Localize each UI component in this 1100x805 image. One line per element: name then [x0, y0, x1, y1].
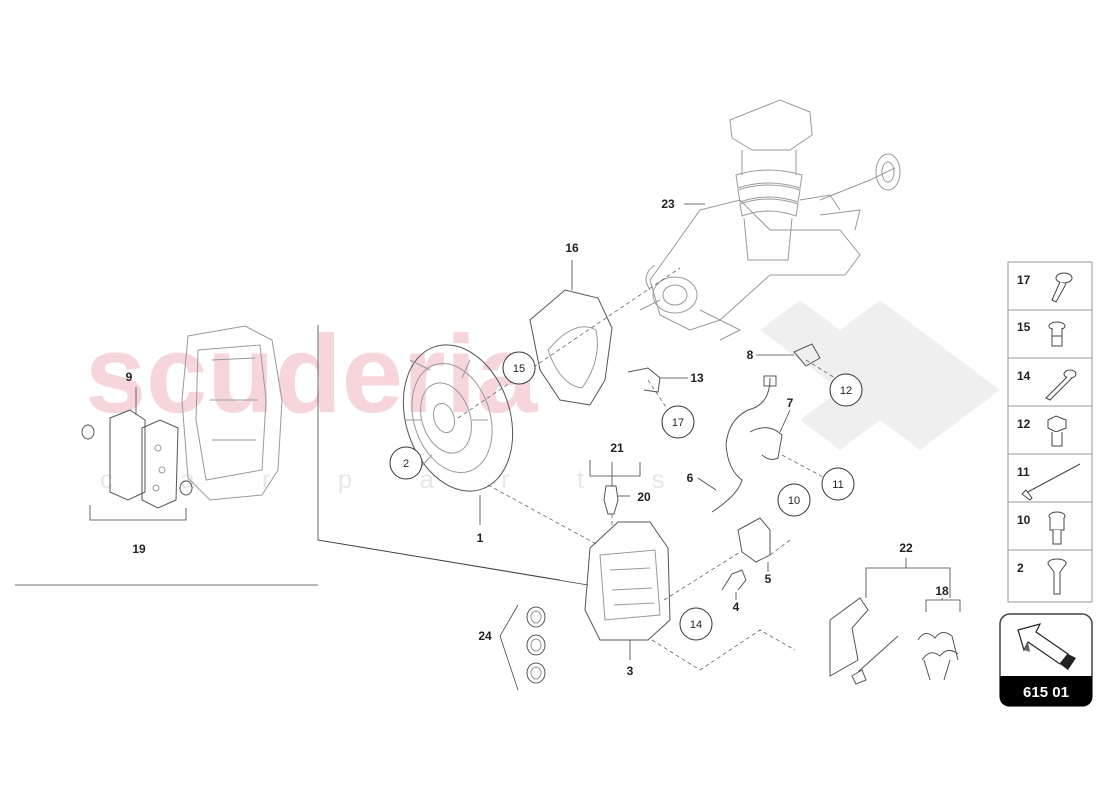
- rivet-icon: [1021, 463, 1081, 501]
- callout-2-circled: 2: [403, 458, 409, 470]
- callout-18: 18: [935, 584, 949, 598]
- callout-labels: 1 3 4 5 6 7 8 9 13 16 18 19 20 21 22 23 …: [126, 197, 949, 678]
- table-row-number: 12: [1017, 417, 1031, 431]
- bracket-7: [749, 427, 783, 460]
- callout-12-circled: 12: [840, 385, 852, 397]
- callout-7: 7: [787, 396, 794, 410]
- callout-19: 19: [132, 542, 146, 556]
- hex-bolt-icon: [1047, 415, 1067, 447]
- table-row-number: 14: [1017, 369, 1031, 383]
- countersunk-screw-icon: [1047, 558, 1067, 595]
- reference-number: 615 01: [1023, 684, 1069, 701]
- fastener-table: 17 15 14 12 11 10: [1007, 261, 1093, 603]
- watermark-text: scuderia: [85, 313, 538, 436]
- brake-pads: [81, 409, 193, 509]
- long-bolt-icon: [1045, 369, 1077, 401]
- brake-caliper: [584, 521, 671, 641]
- callout-9: 9: [126, 370, 133, 384]
- wear-sensor-4: [721, 569, 747, 591]
- wear-sensor-20: [603, 485, 619, 515]
- short-bolt-icon: [1048, 321, 1066, 347]
- brake-hose: [711, 375, 777, 513]
- callout-14-circled: 14: [690, 619, 702, 631]
- callout-24: 24: [478, 629, 492, 643]
- brake-shield: [529, 289, 613, 406]
- callout-10-circled: 10: [788, 495, 800, 507]
- seal-set-24: [526, 606, 546, 684]
- bracket-8: [793, 343, 821, 367]
- callout-16: 16: [565, 241, 579, 255]
- callout-6: 6: [687, 471, 694, 485]
- callout-21: 21: [610, 441, 624, 455]
- table-row-number: 17: [1017, 273, 1031, 287]
- flange-bolt-icon: [1051, 272, 1073, 303]
- table-row-number: 15: [1017, 320, 1031, 334]
- leader-lines: [15, 203, 961, 691]
- callout-5: 5: [765, 572, 772, 586]
- socket-bolt-icon: [1048, 511, 1066, 545]
- sensor-13: [627, 367, 661, 393]
- callout-13: 13: [690, 371, 704, 385]
- suspension-assembly: [639, 99, 901, 341]
- table-row-number: 10: [1017, 513, 1031, 527]
- reference-box: 615 01: [999, 613, 1093, 707]
- callout-1: 1: [477, 531, 484, 545]
- table-row-number: 11: [1017, 465, 1030, 479]
- spring-set-18: [917, 632, 959, 681]
- watermark-subtext: c a r p a r t s: [100, 464, 695, 494]
- callout-15-circled: 15: [513, 363, 525, 375]
- bolt-set-22: [829, 597, 899, 685]
- watermark-checker: [760, 300, 1000, 450]
- brake-disc: [402, 344, 514, 492]
- callout-8: 8: [747, 348, 754, 362]
- callout-4: 4: [733, 600, 740, 614]
- circled-callouts: 2 15 17 12 11 10 14: [389, 351, 863, 641]
- direction-arrow-icon: [1017, 623, 1076, 670]
- assembly-lines: [457, 267, 836, 671]
- caliper-rear-view: [181, 325, 283, 501]
- callout-20: 20: [637, 490, 651, 504]
- table-row-number: 2: [1017, 561, 1024, 575]
- bracket-5: [737, 517, 771, 563]
- watermark: scuderia c a r p a r t s: [85, 300, 1000, 494]
- callout-23: 23: [661, 197, 675, 211]
- callout-22: 22: [899, 541, 913, 555]
- callout-17-circled: 17: [672, 417, 684, 429]
- callout-11-circled: 11: [832, 479, 843, 491]
- callout-3: 3: [627, 664, 634, 678]
